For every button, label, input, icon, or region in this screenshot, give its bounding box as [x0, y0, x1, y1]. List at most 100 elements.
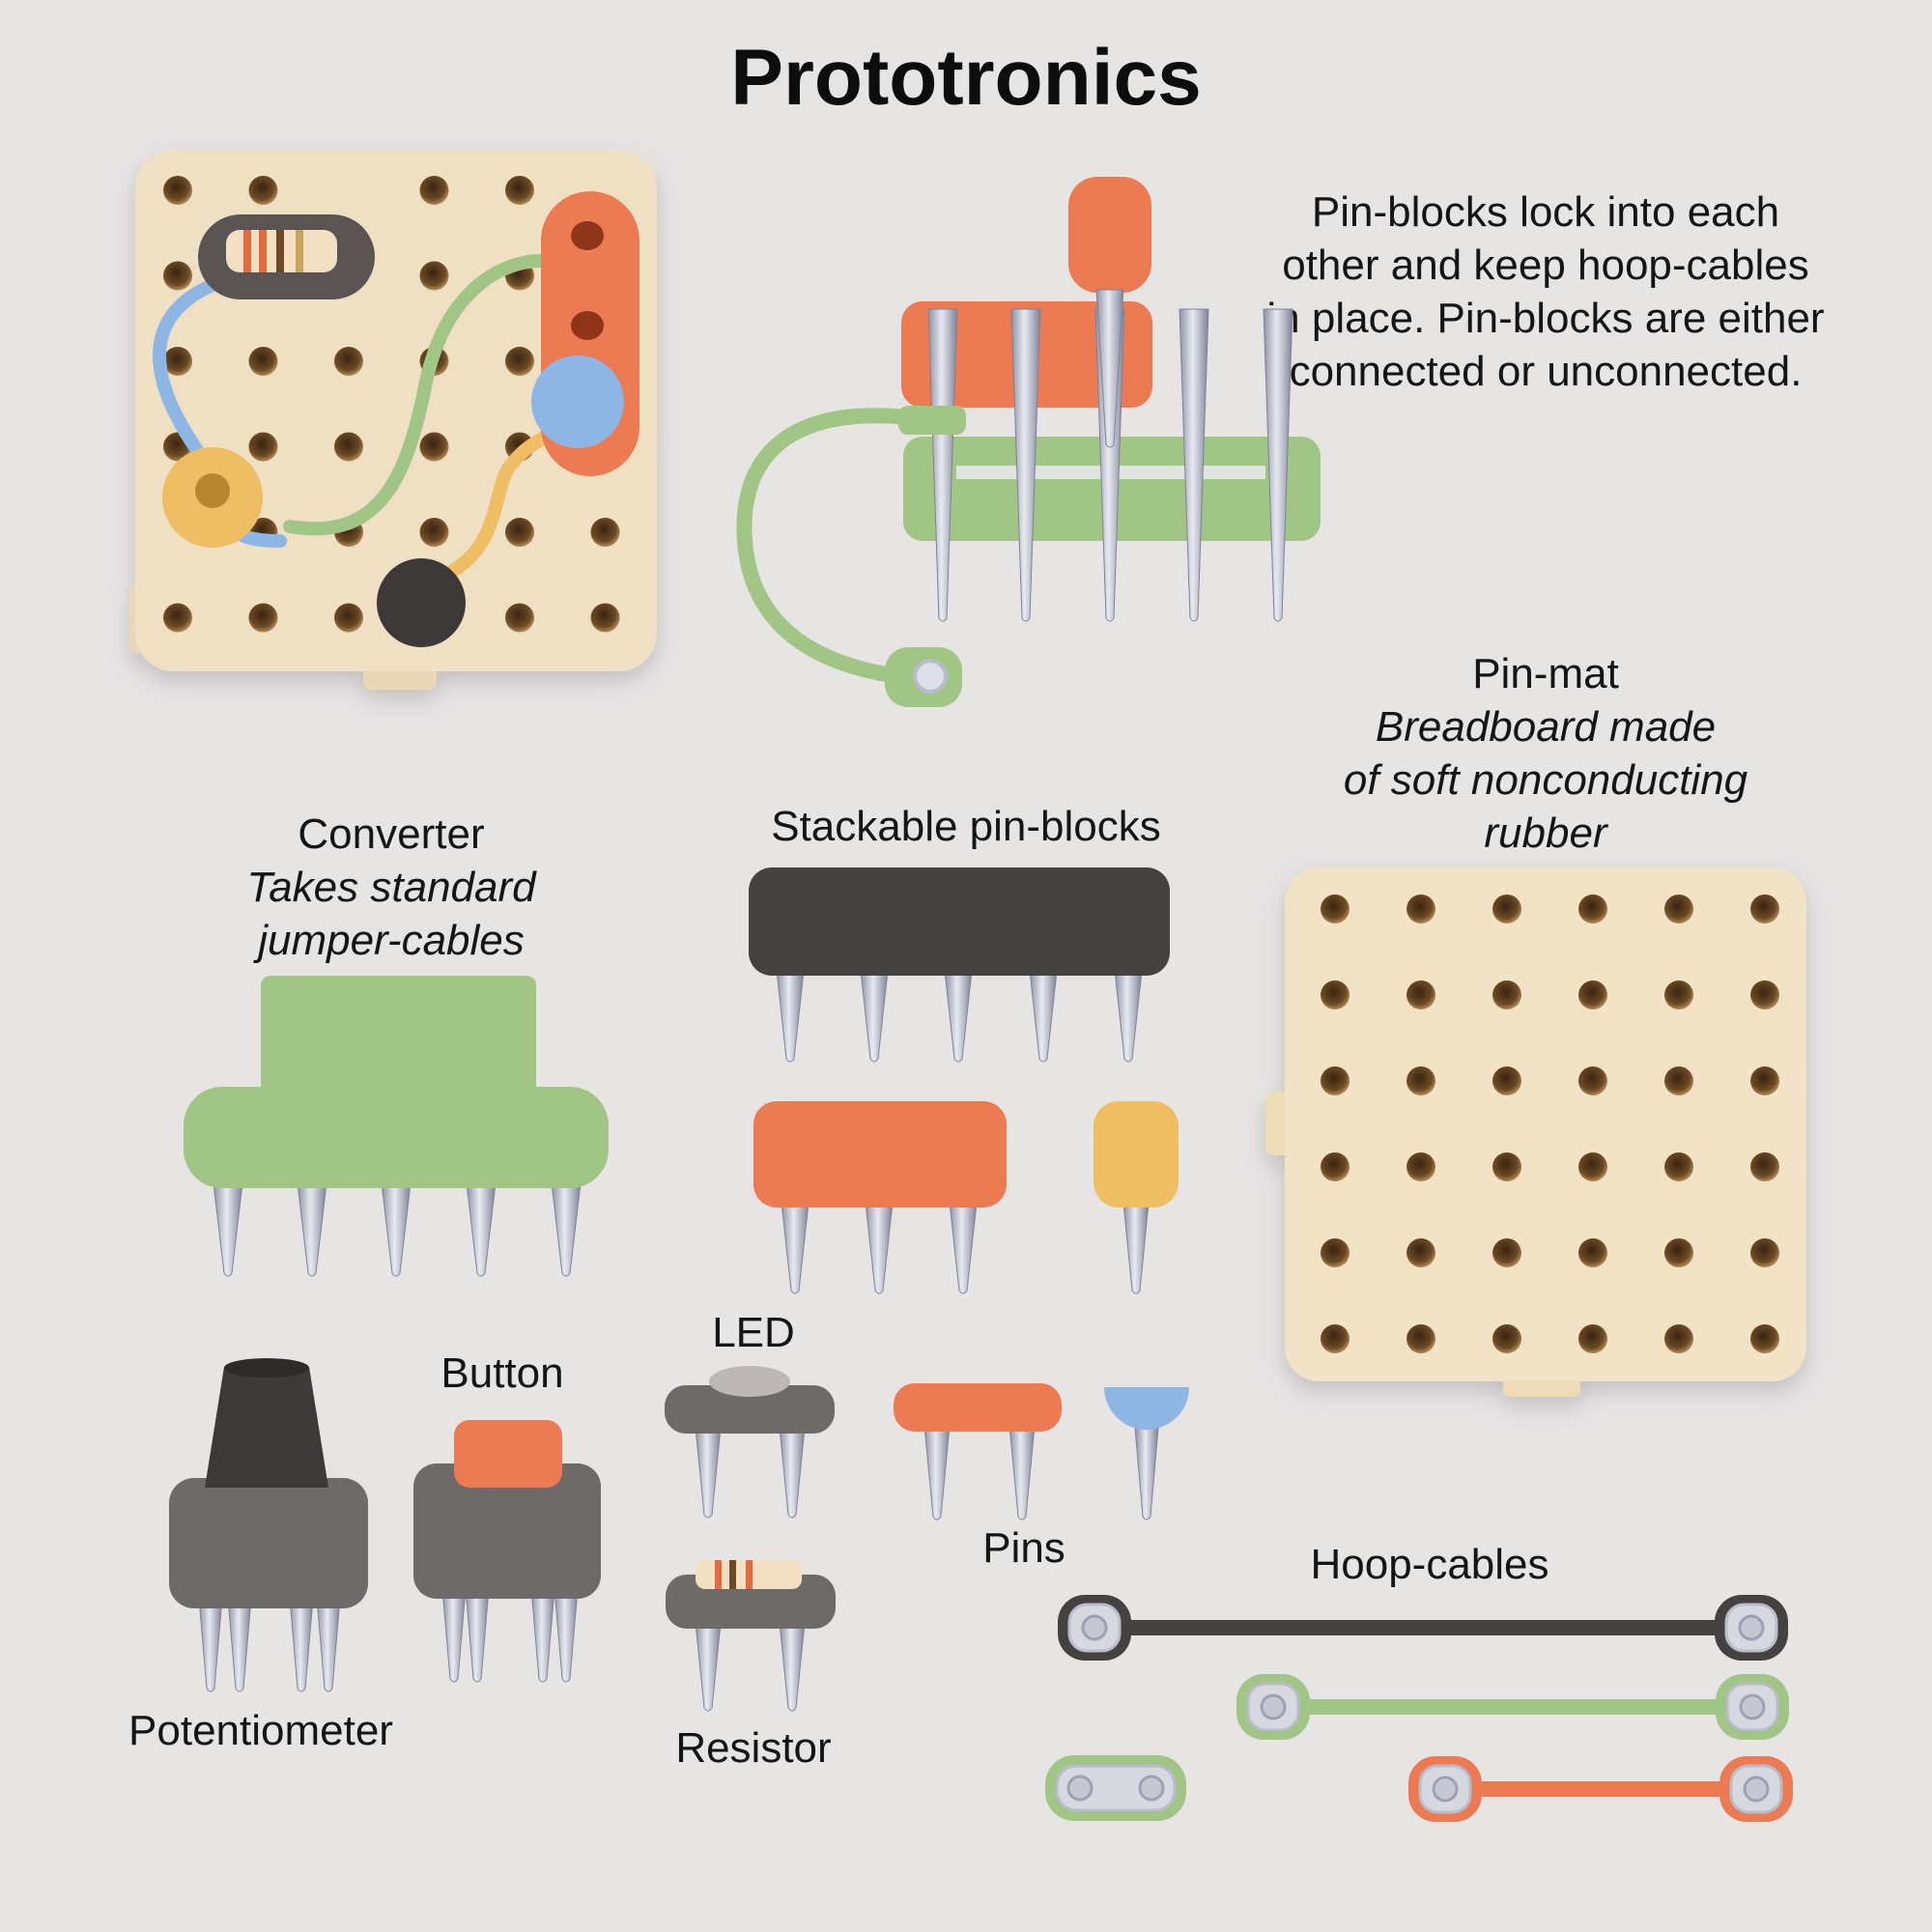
- board-hole: [163, 261, 192, 291]
- pin-mat-hole: [1578, 1066, 1607, 1095]
- metal-pin: [551, 1182, 582, 1277]
- pin-mat-hole: [1578, 1238, 1607, 1267]
- metal-pin: [381, 1182, 412, 1277]
- metal-pin: [865, 1202, 894, 1294]
- potentiometer-and-button: [169, 1358, 601, 1692]
- pin-mat-hole: [1492, 980, 1521, 1009]
- single-blue-pin: [1104, 1387, 1189, 1430]
- board-blue-pin: [531, 355, 624, 448]
- board-hole: [163, 176, 192, 205]
- metal-pin: [695, 1427, 722, 1519]
- pin-blocks-illustration: [736, 177, 1321, 707]
- board-green-cable: [283, 254, 548, 536]
- metal-pin: [1010, 308, 1041, 622]
- pin-mat-hole: [1492, 1324, 1521, 1353]
- pin-mat-hole: [1750, 1152, 1779, 1181]
- pin-mat-hole: [1750, 1066, 1779, 1095]
- pin-block-metal-pins: [927, 289, 1293, 622]
- board-hole: [505, 347, 534, 376]
- metal-pin: [695, 1622, 722, 1712]
- pin-mat-hole: [1664, 1066, 1693, 1095]
- small-resistor-band-1: [715, 1560, 722, 1589]
- metal-pin: [1179, 308, 1209, 622]
- potentiometer-knob-top: [224, 1358, 309, 1378]
- converter-desc-line-1: Takes standard: [246, 864, 536, 911]
- metal-pin: [441, 1588, 467, 1683]
- dark-hoop-cable-hole-2: [1738, 1614, 1765, 1641]
- small-resistor-band-2: [729, 1560, 736, 1589]
- metal-pin: [530, 1588, 555, 1683]
- pin-mat-hole: [1750, 1324, 1779, 1353]
- pin-mat-hole: [1578, 1152, 1607, 1181]
- metal-pin: [227, 1598, 252, 1692]
- resistor-label: Resistor: [675, 1724, 832, 1772]
- metal-pin: [198, 1598, 223, 1692]
- pin-mat-hole: [1664, 895, 1693, 923]
- orange-hoop-cable-wire: [1474, 1781, 1727, 1797]
- board-hole: [248, 603, 278, 633]
- pin-mat-desc-line-3: rubber: [1484, 810, 1607, 857]
- hoop-cables: [1045, 1595, 1793, 1822]
- pin-mat-hole: [1578, 1324, 1607, 1353]
- board-hole: [590, 603, 620, 633]
- two-pin-block: [894, 1383, 1062, 1432]
- pin-mat-hole: [1750, 1238, 1779, 1267]
- metal-pin: [1134, 1427, 1159, 1520]
- metal-pin: [1009, 1425, 1036, 1520]
- board-hole: [334, 603, 363, 633]
- potentiometer-label: Potentiometer: [128, 1707, 393, 1754]
- pin-mat-hole: [1321, 895, 1350, 923]
- board-hole: [163, 603, 192, 633]
- pin-mat-hole: [1492, 1152, 1521, 1181]
- pin-mat-hole: [1406, 1066, 1435, 1095]
- button-body: [413, 1463, 601, 1599]
- pin-mat-title: Pin-mat: [1472, 650, 1619, 697]
- pin-mat-hole: [1406, 1238, 1435, 1267]
- pin-blocks-description-line-4: connected or unconnected.: [1289, 348, 1803, 395]
- board-hole: [505, 603, 534, 633]
- led-label: LED: [712, 1309, 795, 1356]
- pin-mat-hole: [1750, 980, 1779, 1009]
- metal-pin: [1122, 1202, 1150, 1294]
- resistor-band-4: [296, 230, 303, 272]
- board-hole: [248, 432, 278, 462]
- metal-pin: [923, 1425, 951, 1520]
- pin-mat-hole: [1578, 895, 1607, 923]
- single-orange-pin: [1068, 177, 1151, 293]
- pin-mat-hole: [1321, 1324, 1350, 1353]
- pin-mat-hole: [1664, 1238, 1693, 1267]
- metal-pin: [465, 1588, 490, 1683]
- metal-pin: [944, 970, 973, 1063]
- potentiometer-knob: [205, 1367, 328, 1488]
- pin-mat-hole: [1406, 980, 1435, 1009]
- pin-mat: [1265, 867, 1806, 1397]
- board-dark-pin: [377, 558, 466, 647]
- pin-mat-hole: [1492, 1238, 1521, 1267]
- metal-pin: [297, 1182, 327, 1277]
- pin-mat-hole: [1406, 1324, 1435, 1353]
- small-components: [665, 1366, 1189, 1712]
- pins-label: Pins: [982, 1524, 1065, 1572]
- pin-mat-hole: [1578, 980, 1607, 1009]
- resistor-band-3: [276, 230, 284, 272]
- button-label: Button: [440, 1350, 564, 1397]
- pin-mat-desc-line-1: Breadboard made: [1375, 703, 1717, 751]
- converter-top: [261, 976, 536, 1121]
- pin-mat-hole: [1321, 1066, 1350, 1095]
- metal-pin: [1029, 970, 1058, 1063]
- metal-pin: [781, 1202, 810, 1294]
- short-green-hoop-hole-1: [1066, 1775, 1094, 1802]
- board-hole: [163, 347, 192, 376]
- stackable-pin-blocks-label: Stackable pin-blocks: [771, 803, 1161, 850]
- metal-pin: [466, 1182, 497, 1277]
- board-hole: [419, 432, 449, 462]
- pin-blocks-description-line-3: in place. Pin-blocks are either: [1266, 295, 1825, 342]
- pin-blocks-description-line-1: Pin-blocks lock into each: [1311, 188, 1780, 236]
- led-lens: [709, 1366, 790, 1397]
- board-hole: [334, 432, 363, 462]
- board-hole: [419, 518, 449, 547]
- pin-blocks-description: Pin-blocks lock into each other and keep…: [1198, 185, 1893, 398]
- pin-mat-hole: [1406, 895, 1435, 923]
- board-hole: [505, 518, 534, 547]
- orange-hoop-cable-hole-2: [1743, 1776, 1770, 1803]
